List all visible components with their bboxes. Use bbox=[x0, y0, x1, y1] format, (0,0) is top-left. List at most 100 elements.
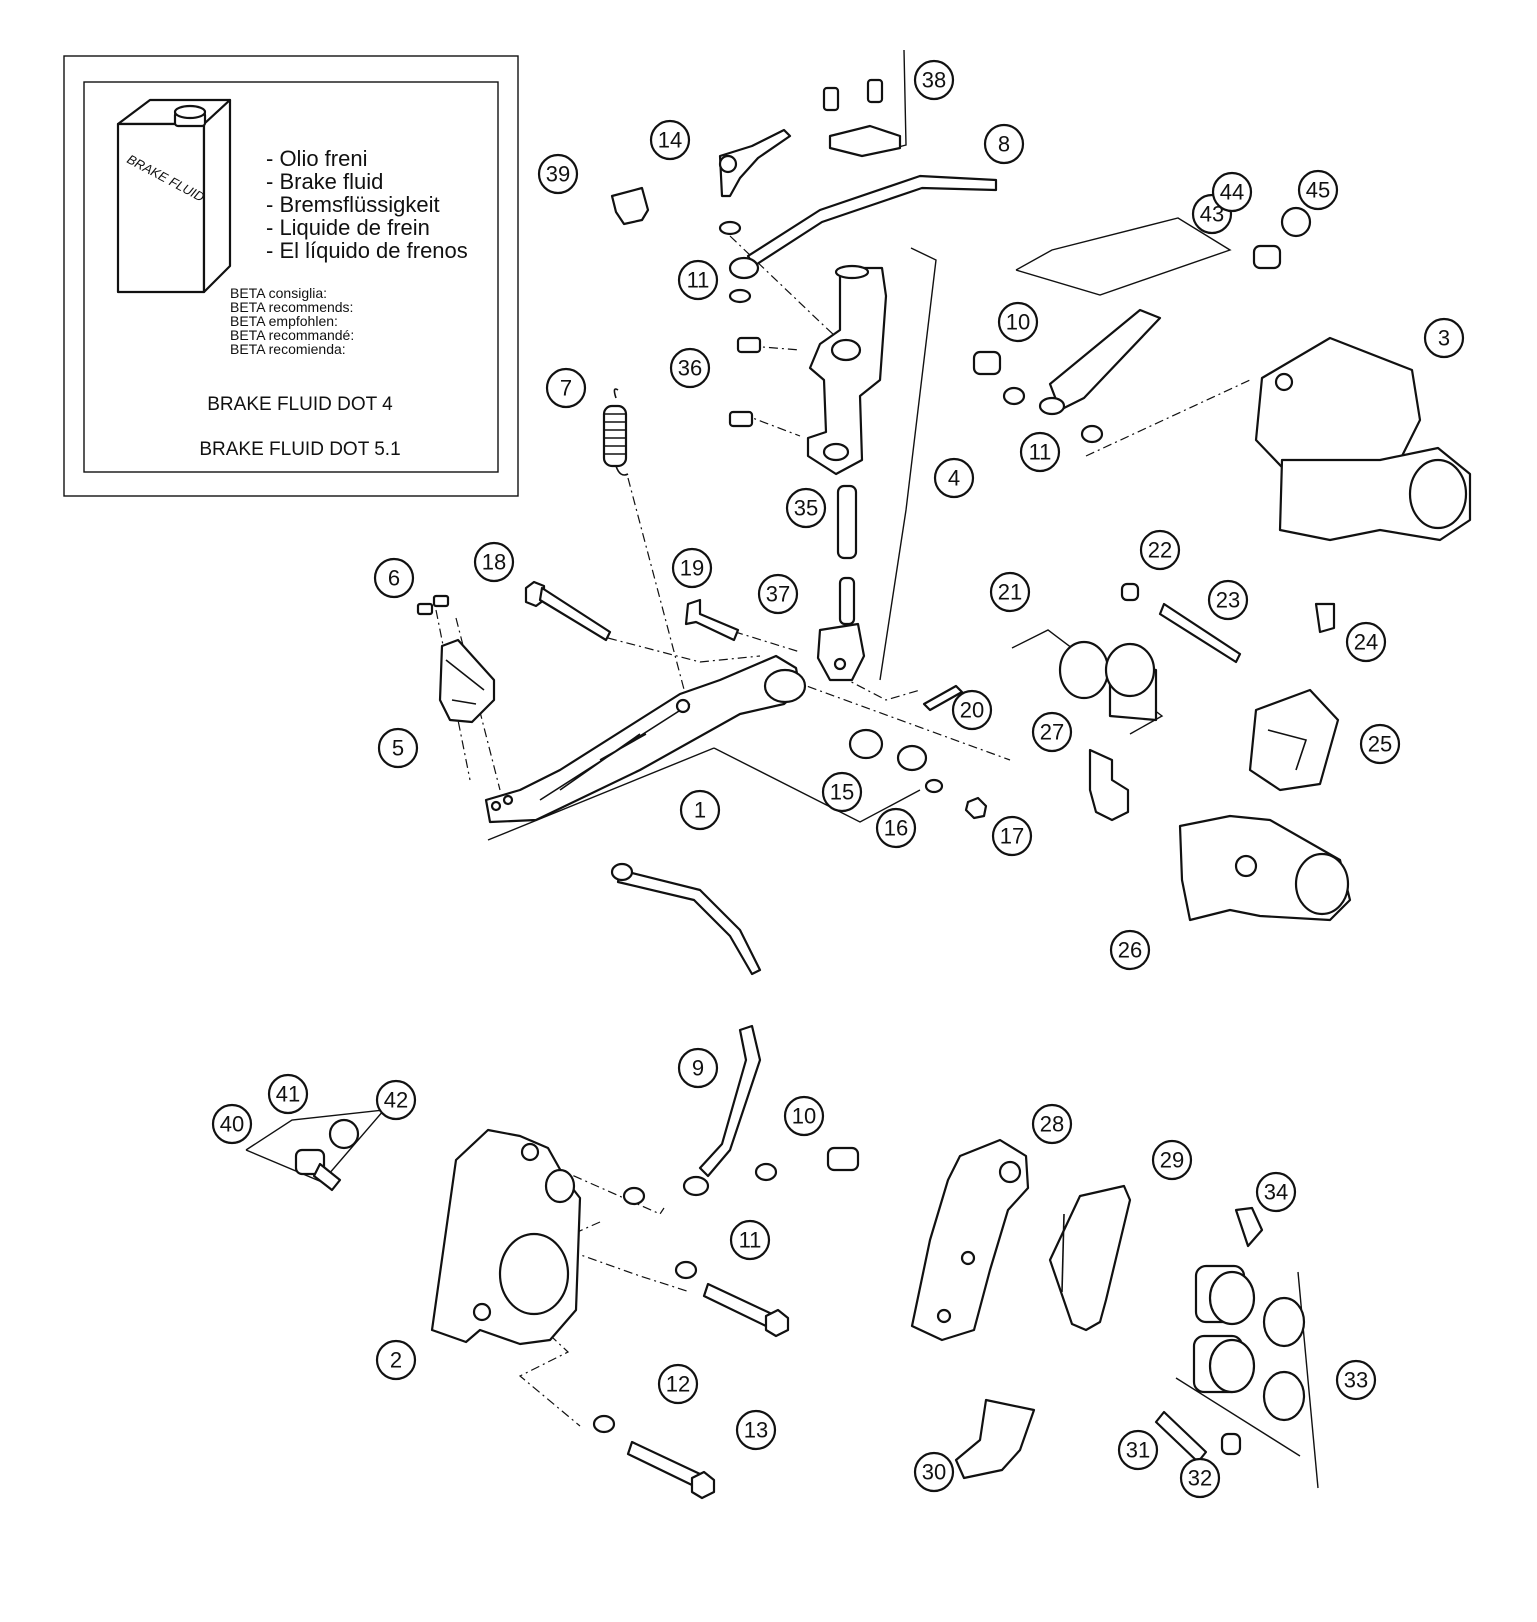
recommend-line: BETA consiglia: bbox=[230, 285, 327, 301]
pushrod-part bbox=[836, 484, 858, 560]
recommend-line: BETA recomienda: bbox=[230, 341, 346, 357]
caliper-pin-kit-front-part bbox=[294, 1118, 360, 1192]
callout-number: 28 bbox=[1040, 1112, 1064, 1137]
callout-number: 37 bbox=[766, 582, 790, 607]
callout-number: 25 bbox=[1368, 732, 1392, 757]
reservoir-cover-part bbox=[822, 78, 902, 158]
callout-12: 12 bbox=[657, 1363, 699, 1405]
callout-number: 4 bbox=[948, 466, 960, 491]
callout-number: 16 bbox=[884, 816, 908, 841]
callout-number: 34 bbox=[1264, 1180, 1288, 1205]
callout-number: 31 bbox=[1126, 1438, 1150, 1463]
return-spring-part bbox=[602, 388, 629, 476]
callout-number: 18 bbox=[482, 550, 506, 575]
callout-number: 38 bbox=[922, 68, 946, 93]
fluid-name-list: - Olio freni - Brake fluid - Bremsflüssi… bbox=[266, 146, 468, 263]
pedal-tip-part bbox=[438, 638, 496, 724]
brake-fluid-can-icon: BRAKE FLUID bbox=[116, 98, 232, 294]
callout-circle bbox=[1109, 929, 1151, 971]
callout-number: 36 bbox=[678, 356, 702, 381]
callout-circle bbox=[735, 1409, 777, 1451]
callout-number: 11 bbox=[687, 268, 710, 293]
front-pad-spring-part bbox=[954, 1398, 1036, 1480]
callout-number: 39 bbox=[546, 162, 570, 187]
callout-circle bbox=[657, 1363, 699, 1405]
callout-4: 4 bbox=[933, 457, 975, 499]
recommend-line: BETA recommends: bbox=[230, 299, 353, 315]
callout-number: 45 bbox=[1306, 178, 1330, 203]
callout-number: 22 bbox=[1148, 538, 1172, 563]
callout-circle bbox=[913, 59, 955, 101]
brake-pedal-part bbox=[484, 654, 807, 824]
callout-number: 11 bbox=[739, 1228, 762, 1253]
callout-33: 33 bbox=[1335, 1359, 1377, 1401]
callout-6: 6 bbox=[373, 557, 415, 599]
callout-number: 10 bbox=[792, 1104, 816, 1129]
callout-number: 20 bbox=[960, 698, 984, 723]
callout-number: 35 bbox=[794, 496, 818, 521]
callout-circle bbox=[783, 1095, 825, 1137]
callout-15: 15 bbox=[821, 771, 863, 813]
callout-circle bbox=[375, 1079, 417, 1121]
callout-circle bbox=[1255, 1171, 1297, 1213]
callout-number: 32 bbox=[1188, 1466, 1212, 1491]
callout-37: 37 bbox=[757, 573, 799, 615]
callout-42: 42 bbox=[375, 1079, 417, 1121]
recommend-list: BETA consiglia: BETA recommends: BETA em… bbox=[230, 285, 354, 357]
callout-45: 45 bbox=[1297, 169, 1339, 211]
callout-circle bbox=[677, 1047, 719, 1089]
callout-38: 38 bbox=[913, 59, 955, 101]
callout-circle bbox=[875, 807, 917, 849]
callout-44: 44 bbox=[1211, 171, 1253, 213]
callout-24: 24 bbox=[1345, 621, 1387, 663]
callout-number: 1 bbox=[694, 798, 706, 823]
callout-19: 19 bbox=[671, 547, 713, 589]
callout-circle bbox=[1117, 1429, 1159, 1471]
callout-circle bbox=[267, 1073, 309, 1115]
callout-number: 10 bbox=[1006, 310, 1030, 335]
callout-40: 40 bbox=[211, 1103, 253, 1145]
callout-number: 7 bbox=[560, 376, 572, 401]
callout-circle bbox=[1345, 621, 1387, 663]
callout-14: 14 bbox=[649, 119, 691, 161]
callout-21: 21 bbox=[989, 571, 1031, 613]
callout-number: 27 bbox=[1040, 720, 1064, 745]
front-caliper-bracket-part bbox=[910, 1138, 1030, 1342]
callout-2: 2 bbox=[375, 1339, 417, 1381]
fluid-name: - Brake fluid bbox=[266, 169, 383, 194]
callout-number: 5 bbox=[392, 736, 404, 761]
callout-circle bbox=[1423, 317, 1465, 359]
brake-hose-front-part bbox=[682, 1024, 762, 1197]
callout-number: 13 bbox=[744, 1418, 768, 1443]
callout-circle bbox=[211, 1103, 253, 1145]
callout-circle bbox=[377, 727, 419, 769]
callout-26: 26 bbox=[1109, 929, 1151, 971]
callout-number: 14 bbox=[658, 128, 682, 153]
callout-31: 31 bbox=[1117, 1429, 1159, 1471]
rear-caliper-part bbox=[1254, 336, 1472, 542]
callout-circle bbox=[473, 541, 515, 583]
callout-circle bbox=[983, 123, 1025, 165]
callout-28: 28 bbox=[1031, 1103, 1073, 1145]
hose-clip-part bbox=[610, 186, 650, 226]
callout-27: 27 bbox=[1031, 711, 1073, 753]
rear-pistons-part bbox=[1058, 640, 1158, 722]
callout-10: 10 bbox=[783, 1095, 825, 1137]
callout-circle bbox=[989, 571, 1031, 613]
callout-number: 29 bbox=[1160, 1148, 1184, 1173]
callout-number: 42 bbox=[384, 1088, 408, 1113]
brake-fluid-info-box: BRAKE FLUID - Olio freni - Brake fluid -… bbox=[63, 55, 519, 497]
rear-pad-spring-part bbox=[1088, 748, 1130, 822]
callout-29: 29 bbox=[1151, 1139, 1193, 1181]
callout-circle bbox=[933, 457, 975, 499]
callout-11: 11 bbox=[1019, 431, 1061, 473]
callout-number: 15 bbox=[830, 780, 854, 805]
callout-3: 3 bbox=[1423, 317, 1465, 359]
callout-number: 8 bbox=[998, 132, 1010, 157]
sealing-washers-part bbox=[622, 220, 1104, 1206]
callout-39: 39 bbox=[537, 153, 579, 195]
callout-circle bbox=[669, 347, 711, 389]
callout-13: 13 bbox=[735, 1409, 777, 1451]
callout-circle bbox=[1179, 1457, 1221, 1499]
